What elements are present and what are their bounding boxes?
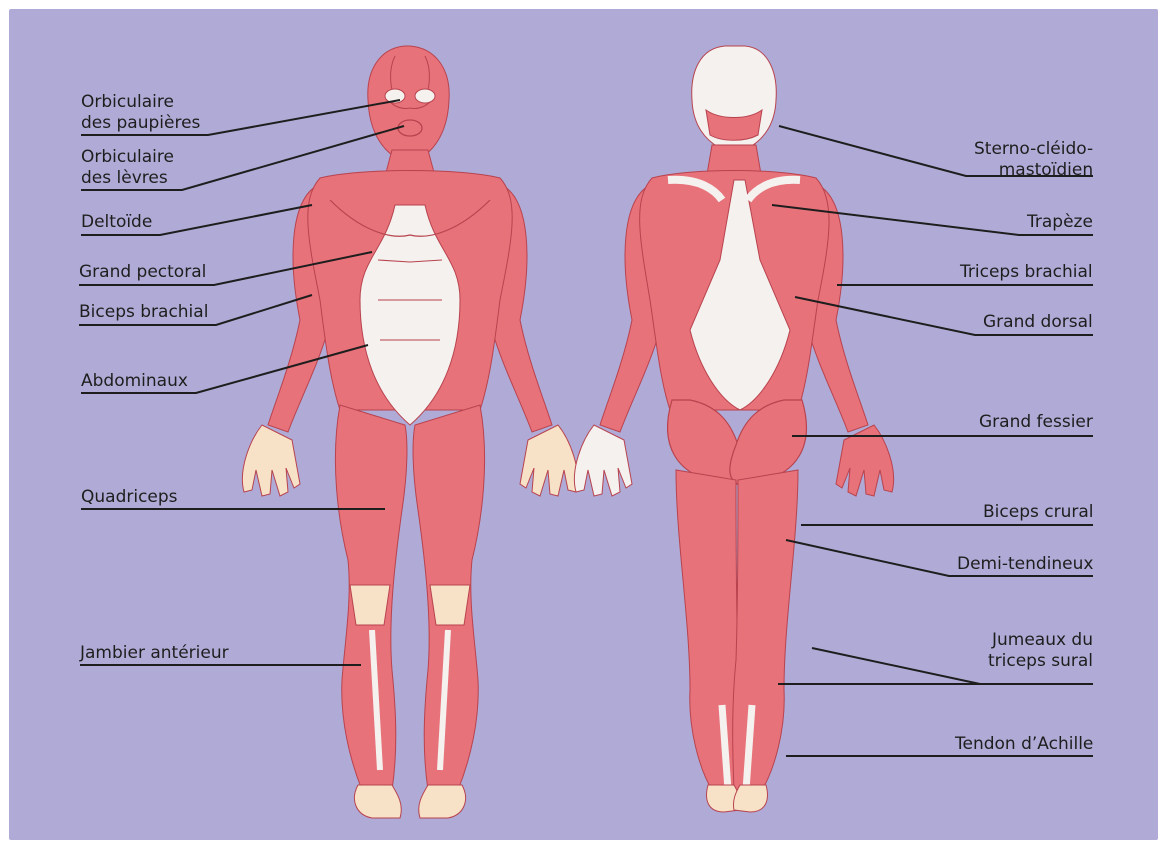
label-grand-dorsal: Grand dorsal: [983, 312, 1093, 333]
label-orbiculaire-levres-line: Orbiculaire: [81, 147, 174, 168]
label-grand-fessier: Grand fessier: [979, 412, 1093, 433]
front-knee-right: [430, 585, 470, 625]
label-jumeaux-triceps-sural-line: Jumeaux du: [988, 630, 1093, 651]
label-triceps-brachial: Triceps brachial: [960, 262, 1093, 283]
label-biceps-crural: Biceps crural: [983, 502, 1093, 523]
front-hand-right: [520, 425, 578, 496]
label-jambier-anterieur-line: Jambier antérieur: [80, 643, 229, 664]
label-abdominaux-line: Abdominaux: [81, 371, 188, 392]
label-orbiculaire-paupieres-line: Orbiculaire: [81, 92, 200, 113]
label-quadriceps: Quadriceps: [81, 487, 178, 508]
label-abdominaux: Abdominaux: [81, 371, 188, 392]
front-hand-left: [242, 425, 300, 496]
label-demi-tendineux-line: Demi-tendineux: [957, 554, 1093, 575]
label-tendon-achille-line: Tendon d’Achille: [955, 734, 1093, 755]
front-eye-right: [415, 89, 435, 103]
front-figure: [242, 46, 577, 818]
front-knee-left: [350, 585, 390, 625]
label-jumeaux-triceps-sural-line: triceps sural: [988, 651, 1093, 672]
label-orbiculaire-levres-line: des lèvres: [81, 168, 174, 189]
label-deltoide: Deltoïde: [81, 212, 152, 233]
label-grand-pectoral: Grand pectoral: [79, 262, 206, 283]
label-sterno-cleido-mastoidien-line: Sterno-cléido-: [974, 139, 1093, 160]
back-hand-left: [574, 425, 632, 496]
label-quadriceps-line: Quadriceps: [81, 487, 178, 508]
label-trapeze-line: Trapèze: [1027, 212, 1093, 233]
label-trapeze: Trapèze: [1027, 212, 1093, 233]
leader-lines: [79, 100, 1093, 756]
front-mouth: [398, 120, 422, 136]
label-jambier-anterieur: Jambier antérieur: [80, 643, 229, 664]
back-figure: [574, 46, 893, 812]
front-foot-left: [354, 785, 401, 818]
label-tendon-achille: Tendon d’Achille: [955, 734, 1093, 755]
back-foot-right: [733, 785, 767, 812]
label-biceps-crural-line: Biceps crural: [983, 502, 1093, 523]
back-leg-left: [676, 470, 741, 790]
back-leg-right: [733, 470, 798, 790]
label-sterno-cleido-mastoidien: Sterno-cléido-mastoïdien: [974, 139, 1093, 181]
label-orbiculaire-paupieres-line: des paupières: [81, 113, 200, 134]
label-demi-tendineux: Demi-tendineux: [957, 554, 1093, 575]
label-biceps-brachial: Biceps brachial: [79, 302, 208, 323]
label-grand-dorsal-line: Grand dorsal: [983, 312, 1093, 333]
label-biceps-brachial-line: Biceps brachial: [79, 302, 208, 323]
label-deltoide-line: Deltoïde: [81, 212, 152, 233]
label-grand-fessier-line: Grand fessier: [979, 412, 1093, 433]
front-foot-right: [419, 785, 466, 818]
label-sterno-cleido-mastoidien-line: mastoïdien: [974, 160, 1093, 181]
label-grand-pectoral-line: Grand pectoral: [79, 262, 206, 283]
label-triceps-brachial-line: Triceps brachial: [960, 262, 1093, 283]
